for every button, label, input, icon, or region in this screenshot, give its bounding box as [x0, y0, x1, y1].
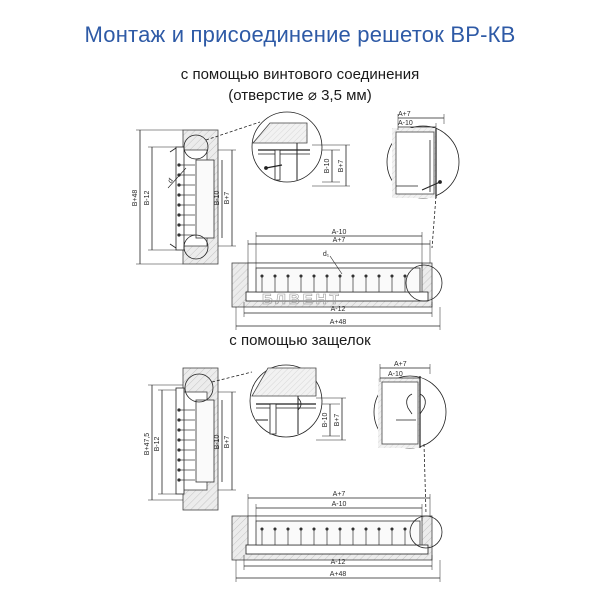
dim-a10-bottom: A-10 [332, 501, 347, 508]
dim-a10-detail: A-10 [398, 120, 413, 127]
dim-b10-detail: B-10 [324, 159, 331, 174]
top-detail-right [386, 114, 460, 249]
dim-a10-bdetail: A-10 [388, 371, 403, 378]
dim-a48-top: A+48 [330, 319, 347, 326]
dim-b475-bottom: B+47,5 [144, 433, 151, 455]
dim-b7-bdetail: B+7 [334, 414, 341, 427]
dim-a7-bottom: A+7 [333, 491, 346, 498]
dim-b10-top: B-10 [214, 191, 221, 206]
dim-b7-bottom: B+7 [224, 436, 231, 449]
dim-a10-top: A-10 [332, 229, 347, 236]
subtitle-clip-mount: с помощью защелок [229, 332, 371, 349]
subtitle-screw-mount: с помощью винтового соединения [180, 66, 420, 83]
page-title: Монтаж и присоединение решеток ВР-КВ [84, 22, 516, 47]
dim-d1-top: d₁ [323, 251, 330, 258]
bottom-detail-clip [249, 364, 346, 441]
subtitle-hole-size: (отверстие ⌀ 3,5 мм) [228, 87, 372, 104]
dim-b10-bottom: B-10 [214, 435, 221, 450]
bottom-front-view [231, 494, 443, 582]
dim-b12-bottom: B-12 [154, 437, 161, 452]
dim-d-top: d [167, 177, 175, 185]
dim-a7-detail: A+7 [398, 111, 411, 118]
top-detail-screw [251, 111, 350, 187]
logo-watermark: БЛВЕНТ [262, 291, 342, 308]
dim-b10-bdetail: B-10 [322, 413, 329, 428]
dim-a7-bdetail: A+7 [394, 361, 407, 368]
dim-a48-bottom: A+48 [330, 571, 347, 578]
dim-b7-detail: B+7 [338, 160, 345, 173]
bottom-detail-right [373, 364, 447, 515]
top-side-section [136, 121, 261, 265]
bottom-side-section [148, 367, 253, 511]
dim-b48-top: B+48 [132, 190, 139, 207]
dim-b12-top: B-12 [144, 191, 151, 206]
dim-b7-top: B+7 [224, 192, 231, 205]
top-front-view [231, 232, 443, 330]
dim-a12-top: A-12 [331, 306, 346, 313]
dim-a12-bottom: A-12 [331, 559, 346, 566]
dim-a7-top: A+7 [333, 237, 346, 244]
